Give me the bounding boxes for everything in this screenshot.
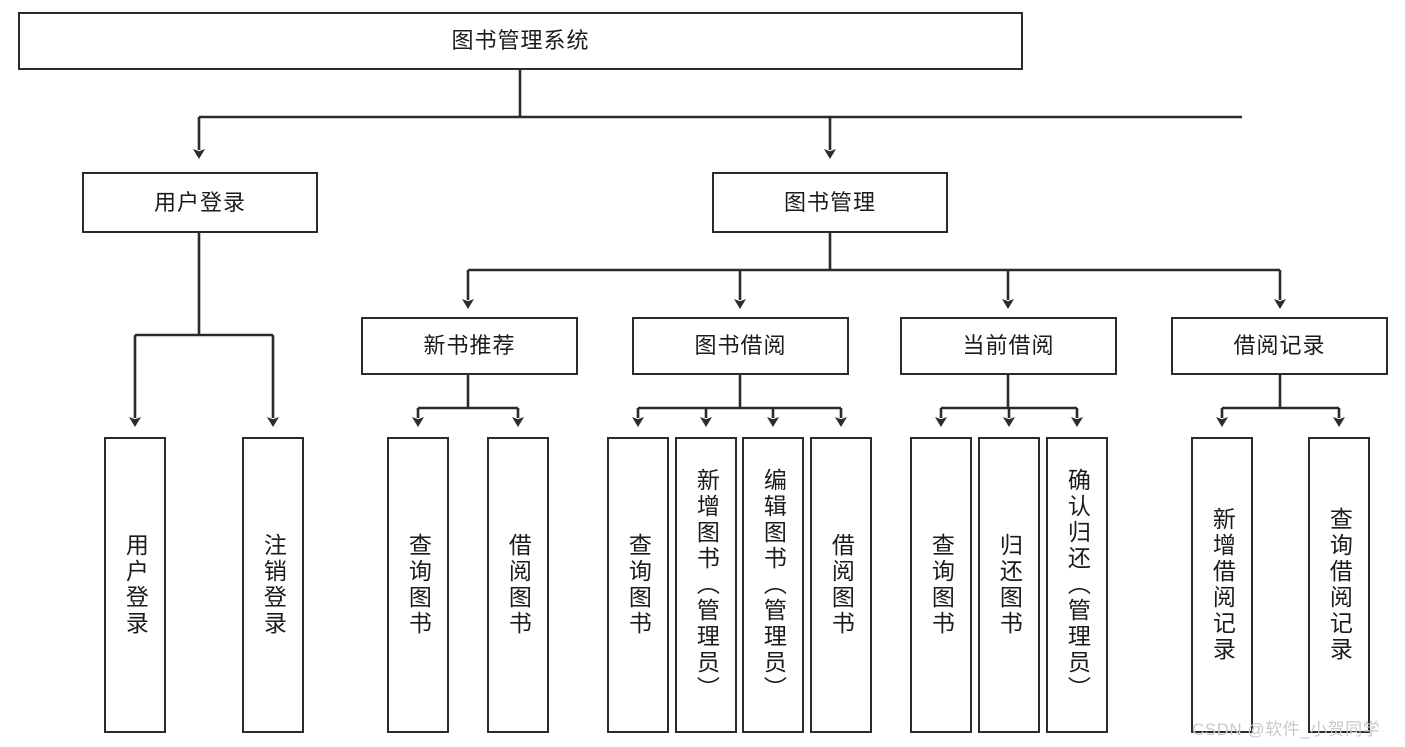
node-user-login[interactable]: 用户登录 [82,172,318,233]
node-label: 图书管理 [783,189,876,215]
node-leaf-add-book[interactable]: 新增图书（管理员） [675,437,737,733]
node-leaf-query-book-2[interactable]: 查询图书 [607,437,669,733]
node-label: 注销登录 [260,533,287,637]
node-new-book-recommend[interactable]: 新书推荐 [361,317,578,375]
node-label: 新书推荐 [423,333,516,359]
node-label: 编辑图书（管理员） [760,468,787,702]
node-label: 借阅图书 [505,533,532,637]
node-label: 新增借阅记录 [1209,507,1236,663]
node-leaf-add-borrow-record[interactable]: 新增借阅记录 [1191,437,1253,733]
node-label: 查询图书 [405,533,432,637]
node-leaf-borrow-book-2[interactable]: 借阅图书 [810,437,872,733]
node-label: 查询借阅记录 [1326,507,1353,663]
node-label: 当前借阅 [962,333,1055,359]
node-current-borrow[interactable]: 当前借阅 [900,317,1117,375]
node-leaf-return-book[interactable]: 归还图书 [978,437,1040,733]
node-leaf-query-book-3[interactable]: 查询图书 [910,437,972,733]
node-label: 新增图书（管理员） [693,468,720,702]
node-book-management[interactable]: 图书管理 [712,172,948,233]
node-label: 借阅记录 [1233,333,1326,359]
node-label: 用户登录 [153,189,246,215]
node-label: 借阅图书 [828,533,855,637]
node-leaf-confirm-return[interactable]: 确认归还（管理员） [1046,437,1108,733]
node-leaf-query-borrow-record[interactable]: 查询借阅记录 [1308,437,1370,733]
node-leaf-borrow-book-1[interactable]: 借阅图书 [487,437,549,733]
node-label: 确认归还（管理员） [1064,468,1091,702]
node-leaf-logout-login[interactable]: 注销登录 [242,437,304,733]
node-label: 归还图书 [996,533,1023,637]
node-leaf-query-book-1[interactable]: 查询图书 [387,437,449,733]
node-label: 查询图书 [625,533,652,637]
node-label: 图书管理系统 [451,28,590,54]
node-borrow-record[interactable]: 借阅记录 [1171,317,1388,375]
node-book-borrow[interactable]: 图书借阅 [632,317,849,375]
node-label: 图书借阅 [694,333,787,359]
node-leaf-user-login[interactable]: 用户登录 [104,437,166,733]
node-label: 查询图书 [928,533,955,637]
node-book-management-system[interactable]: 图书管理系统 [18,12,1023,70]
node-leaf-edit-book[interactable]: 编辑图书（管理员） [742,437,804,733]
node-label: 用户登录 [122,533,149,637]
